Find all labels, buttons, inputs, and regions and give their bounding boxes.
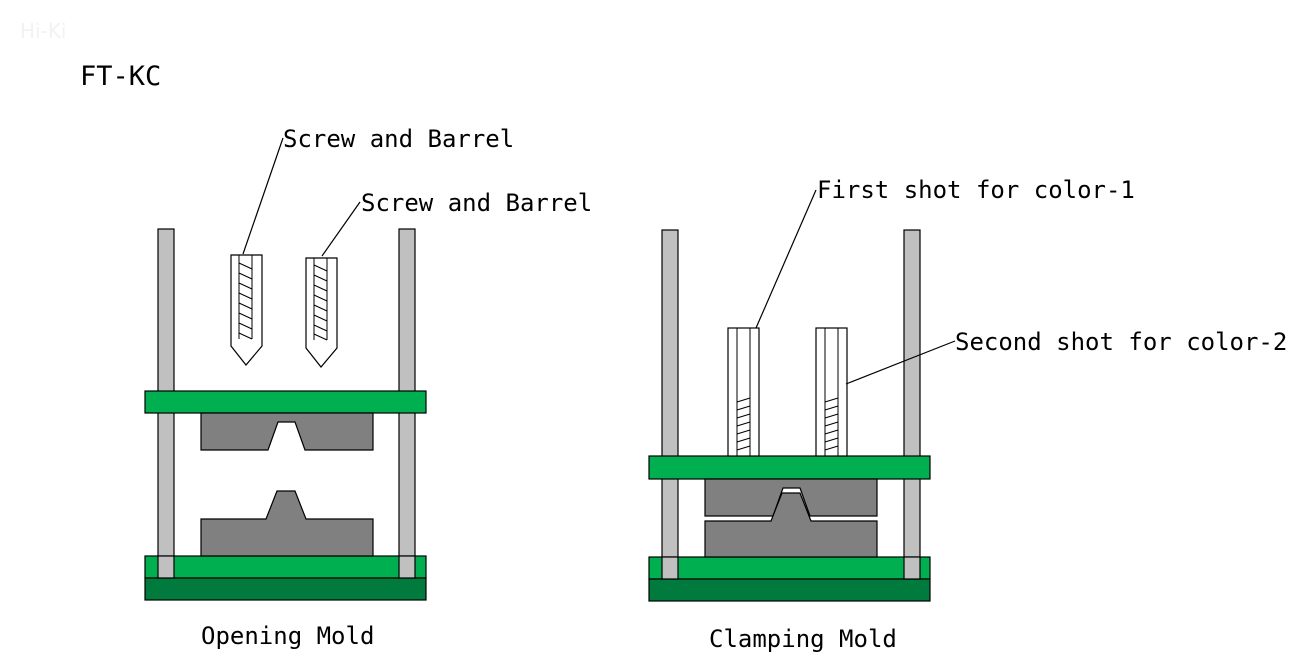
upper-mold-half <box>704 478 878 517</box>
fixed-platen <box>144 390 427 414</box>
clamping-mold-machine: First shot for color-1 Second shot for c… <box>648 176 1287 653</box>
upper-mold-half <box>200 412 374 451</box>
label-screw-barrel-1: Screw and Barrel <box>283 125 514 153</box>
opening-mold-machine: Screw and Barrel Screw and Barrel Openin… <box>144 125 592 650</box>
lower-mold-half <box>704 492 878 558</box>
caption-opening-mold: Opening Mold <box>201 622 374 650</box>
machine-base <box>648 578 931 602</box>
injection-barrel-1 <box>727 327 760 457</box>
tie-bar-right-foot <box>398 555 416 579</box>
tie-bar-right-foot <box>903 556 921 580</box>
moving-platen <box>144 555 427 579</box>
label-second-shot: Second shot for color-2 <box>955 328 1287 356</box>
fixed-platen <box>648 455 931 480</box>
lower-mold-half <box>200 490 374 557</box>
screw-barrel-1 <box>230 254 263 366</box>
screw-barrel-2 <box>305 257 338 368</box>
injection-barrel-2 <box>815 327 848 457</box>
leader-second-shot <box>845 340 956 385</box>
watermark: Hi-Ki <box>20 19 66 43</box>
tie-bar-right <box>903 229 921 579</box>
tie-bar-left-foot <box>661 556 679 580</box>
label-screw-barrel-2: Screw and Barrel <box>361 189 592 217</box>
machine-base <box>144 577 427 601</box>
label-first-shot: First shot for color-1 <box>817 176 1135 204</box>
leader-screw-2 <box>321 201 361 257</box>
diagram-title: FT-KC <box>80 61 161 92</box>
tie-bar-left <box>661 229 679 579</box>
leader-screw-1 <box>242 137 284 255</box>
tie-bar-left-foot <box>157 555 175 579</box>
moving-platen <box>648 556 931 580</box>
caption-clamping-mold: Clamping Mold <box>709 625 897 653</box>
leader-first-shot <box>755 189 817 329</box>
